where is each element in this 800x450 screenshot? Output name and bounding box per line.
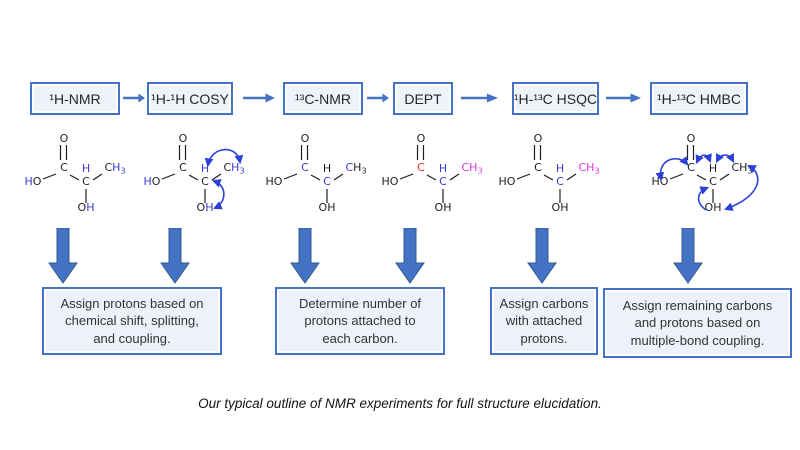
result-box-protons: Assign protons based on chemical shift, … (42, 287, 222, 355)
result-box-remaining: Assign remaining carbons and protons bas… (603, 288, 792, 358)
svg-text:HO: HO (499, 175, 516, 188)
svg-text:CH3: CH3 (104, 161, 125, 176)
svg-text:OH: OH (705, 201, 722, 214)
svg-text:C: C (534, 161, 542, 174)
svg-text:H: H (323, 162, 331, 175)
svg-text:C: C (439, 175, 447, 188)
flow-box-13c-nmr: ¹³C-NMR (283, 82, 363, 115)
right-arrow-icon (367, 93, 389, 103)
flow-box-cosy: ¹H-¹H COSY (147, 82, 233, 115)
result-box-proton-count: Determine number of protons attached to … (275, 287, 445, 355)
svg-text:HO: HO (25, 175, 42, 188)
svg-text:O: O (179, 132, 188, 145)
svg-text:C: C (82, 175, 90, 188)
svg-text:OH: OH (552, 201, 569, 214)
svg-text:O: O (687, 132, 696, 145)
svg-text:HO: HO (144, 175, 161, 188)
svg-text:H: H (709, 162, 717, 175)
svg-text:HO: HO (266, 175, 283, 188)
svg-text:CH3: CH3 (731, 161, 752, 176)
svg-text:O: O (60, 132, 69, 145)
flow-box-1h-nmr: ¹H-NMR (30, 82, 120, 115)
svg-text:O: O (417, 132, 426, 145)
svg-text:OH: OH (197, 201, 214, 214)
svg-text:OH: OH (319, 201, 336, 214)
svg-text:C: C (201, 175, 209, 188)
svg-text:HO: HO (652, 175, 669, 188)
down-arrow-icon (290, 228, 320, 284)
right-arrow-icon (461, 93, 498, 103)
down-arrow-icon (527, 228, 557, 284)
svg-text:C: C (709, 175, 717, 188)
svg-text:OH: OH (435, 201, 452, 214)
svg-text:O: O (534, 132, 543, 145)
svg-text:C: C (556, 175, 564, 188)
flow-box-hsqc: ¹H-¹³C HSQC (512, 82, 599, 115)
svg-text:HO: HO (382, 175, 399, 188)
down-arrow-icon (395, 228, 425, 284)
svg-text:H: H (82, 162, 90, 175)
right-arrow-icon (243, 93, 275, 103)
svg-text:H: H (201, 162, 209, 175)
svg-text:C: C (60, 161, 68, 174)
result-box-carbons: Assign carbons with attached protons. (490, 287, 598, 355)
svg-text:C: C (323, 175, 331, 188)
down-arrow-icon (673, 228, 703, 284)
svg-text:CH3: CH3 (461, 161, 482, 176)
svg-text:H: H (556, 162, 564, 175)
svg-text:CH3: CH3 (578, 161, 599, 176)
svg-text:OH: OH (78, 201, 95, 214)
svg-text:C: C (179, 161, 187, 174)
right-arrow-icon (606, 93, 641, 103)
down-arrow-icon (48, 228, 78, 284)
svg-text:CH3: CH3 (223, 161, 244, 176)
svg-text:O: O (301, 132, 310, 145)
right-arrow-icon (123, 93, 145, 103)
down-arrow-icon (160, 228, 190, 284)
flow-box-hmbc: ¹H-¹³C HMBC (650, 82, 748, 115)
svg-text:C: C (687, 161, 695, 174)
svg-text:C: C (301, 161, 309, 174)
svg-text:CH3: CH3 (345, 161, 366, 176)
svg-text:H: H (439, 162, 447, 175)
svg-text:C: C (417, 161, 425, 174)
flow-box-dept: DEPT (393, 82, 453, 115)
figure-caption: Our typical outline of NMR experiments f… (198, 396, 602, 411)
